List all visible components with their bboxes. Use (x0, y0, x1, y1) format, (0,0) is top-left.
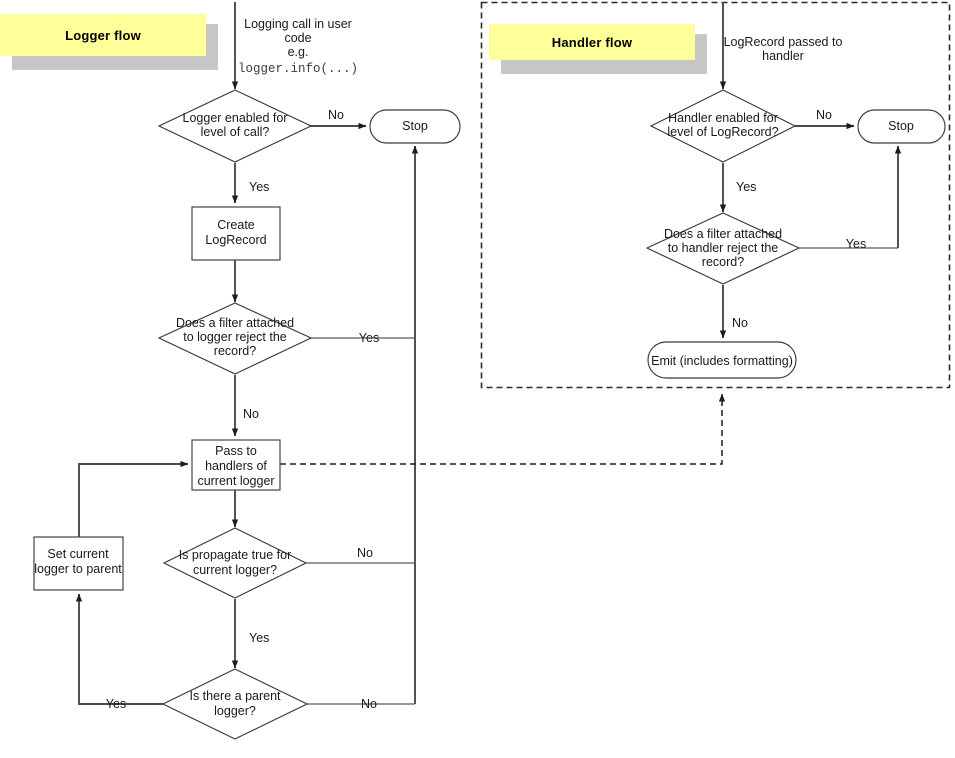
node-is-propagate[interactable] (162, 527, 308, 599)
handler-flow-banner-plate: Handler flow (489, 24, 695, 60)
edge-label-propagate-no: No (357, 546, 373, 560)
node-stop[interactable] (369, 109, 461, 144)
node-emit[interactable] (647, 341, 797, 379)
logger-flow-banner-label: Logger flow (65, 27, 141, 43)
node-logger-filter-line2: to logger reject the (183, 330, 287, 344)
node-logger-enabled-line2: level of call? (201, 125, 270, 139)
node-create-logrecord-line2: LogRecord (205, 233, 266, 247)
logger-flow-banner: Logger flow (0, 14, 220, 70)
node-pass-to-handlers-line1: Pass to (215, 444, 257, 458)
logger-flow-banner-plate: Logger flow (0, 14, 206, 56)
handler-entry-note-line1: LogRecord passed to (724, 35, 843, 49)
node-set-parent-line1: Set current (47, 547, 109, 561)
node-set-parent-line2: logger to parent (34, 562, 122, 576)
node-has-parent-line2: logger? (214, 704, 256, 718)
node-emit-label: Emit (includes formatting) (651, 354, 793, 368)
handler-entry-note-line2: handler (762, 49, 804, 63)
handler-flow-banner-shadow (501, 60, 707, 74)
handler-flow-banner-shadow-right (695, 34, 707, 74)
edge-label-has-parent-no: No (361, 697, 377, 711)
edge-label-handler-filter-no: No (732, 316, 748, 330)
edge-label-handler-enabled-no: No (816, 108, 832, 122)
node-handler-enabled-line2: level of LogRecord? (667, 125, 778, 139)
edge-label-propagate-yes: Yes (249, 631, 269, 645)
entry-note-line3: e.g. (288, 45, 309, 59)
node-handler-stop[interactable] (857, 109, 946, 144)
edge-label-logger-filter-yes: Yes (359, 331, 379, 345)
node-pass-to-handlers-line3: current logger (197, 474, 274, 488)
node-logger-filter[interactable] (157, 302, 313, 375)
node-has-parent[interactable] (161, 668, 309, 740)
node-is-propagate-line1: Is propagate true for (179, 548, 292, 562)
node-logger-enabled-line1: Logger enabled for (183, 111, 288, 125)
edge-label-handler-filter-yes: Yes (846, 237, 866, 251)
edge-has-parent-yes (75, 593, 163, 705)
entry-note-line1: Logging call in user (244, 17, 352, 31)
node-stop-label: Stop (402, 119, 428, 133)
edge-label-logger-enabled-yes: Yes (249, 180, 269, 194)
node-has-parent-line1: Is there a parent (189, 689, 281, 703)
edge-label-has-parent-yes: Yes (106, 697, 126, 711)
entry-note-line2: code (284, 31, 311, 45)
node-create-logrecord-line1: Create (217, 218, 255, 232)
node-handler-enabled-line1: Handler enabled for (668, 111, 778, 125)
logger-flow-banner-shadow-right (206, 24, 218, 70)
node-set-parent[interactable] (33, 536, 124, 591)
node-handler-filter[interactable] (645, 212, 801, 285)
node-create-logrecord[interactable] (191, 206, 281, 261)
edge-handlers-to-handler-flow (280, 393, 726, 465)
node-logger-enabled[interactable] (157, 89, 313, 163)
edge-label-logger-filter-no: No (243, 407, 259, 421)
node-pass-to-handlers-line2: handlers of (205, 459, 267, 473)
edge-label-logger-enabled-no: No (328, 108, 344, 122)
node-handler-filter-line3: record? (702, 255, 744, 269)
handler-flow-banner: Handler flow (489, 24, 709, 74)
entry-note-code: logger.info(...) (238, 62, 358, 76)
node-is-propagate-line2: current logger? (193, 563, 277, 577)
edge-label-handler-enabled-yes: Yes (736, 180, 756, 194)
node-handler-filter-line1: Does a filter attached (664, 227, 782, 241)
handler-flow-banner-label: Handler flow (551, 34, 633, 50)
node-handler-enabled[interactable] (649, 89, 797, 163)
edge-set-parent-to-handlers (78, 460, 189, 537)
node-pass-to-handlers[interactable] (191, 439, 281, 491)
node-handler-filter-line2: to handler reject the (668, 241, 779, 255)
handler-flow-group-boundary (480, 1, 951, 389)
node-logger-filter-line3: record? (214, 344, 256, 358)
node-handler-stop-label: Stop (888, 119, 914, 133)
logger-flow-banner-shadow (12, 56, 218, 70)
node-logger-filter-line1: Does a filter attached (176, 316, 294, 330)
